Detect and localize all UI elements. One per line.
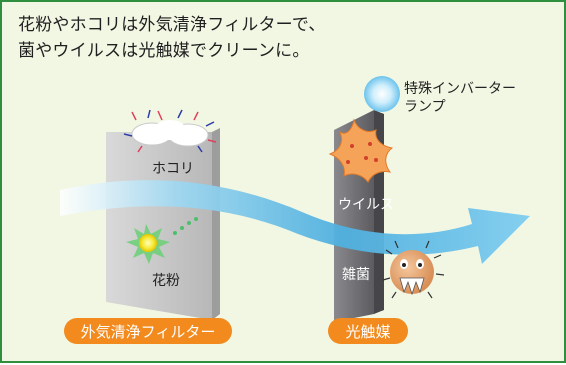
dust-icon	[123, 109, 217, 153]
headline-line-1: 花粉やホコリは外気清浄フィルターで、	[18, 15, 326, 35]
outside-filter-panel	[106, 128, 220, 320]
photocatalyst-tag: 光触媒	[328, 318, 408, 344]
dust-label: ホコリ	[152, 161, 194, 177]
lamp-label-line-1: 特殊インバーター	[404, 81, 516, 97]
virus-icon	[328, 118, 394, 183]
pollen-label: 花粉	[152, 273, 180, 289]
bacteria-label: 雑菌	[342, 267, 370, 283]
lamp-label-line-2: ランプ	[404, 99, 446, 115]
inverter-lamp-icon	[364, 76, 400, 112]
virus-label: ウイルス	[338, 197, 394, 213]
airflow-arrow	[60, 180, 530, 264]
bacteria-icon	[382, 240, 445, 299]
headline: 花粉やホコリは外気清浄フィルターで、 菌やウイルスは光触媒でクリーンに。	[18, 12, 538, 64]
headline-line-2: 菌やウイルスは光触媒でクリーンに。	[18, 41, 310, 61]
pollen-icon	[126, 217, 198, 264]
outside-filter-tag: 外気清浄フィルター	[64, 318, 232, 344]
